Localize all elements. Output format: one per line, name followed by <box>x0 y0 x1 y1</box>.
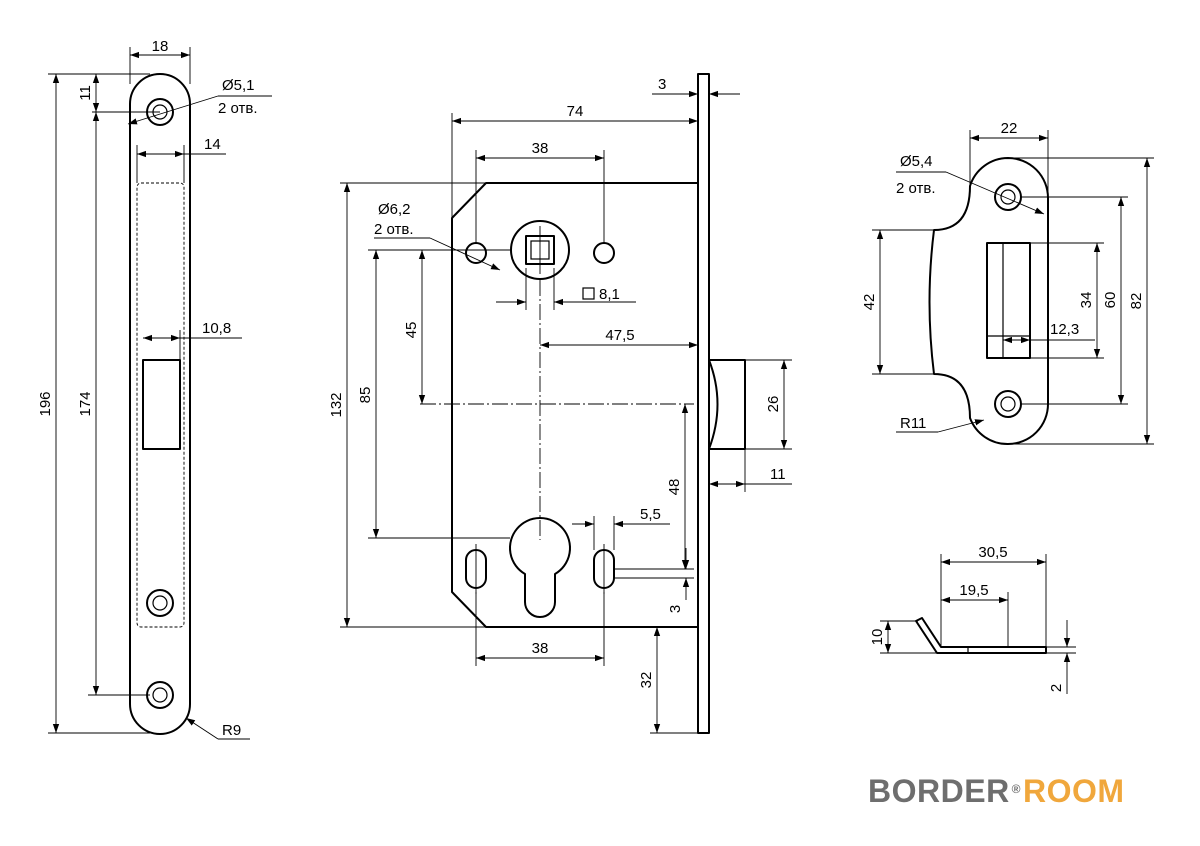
brand-logo: BORDER®ROOM <box>868 773 1125 809</box>
cylinder-offset-label: 48 <box>666 479 683 496</box>
bracket-flat-length-label: 19,5 <box>959 582 988 599</box>
bracket-height-label: 10 <box>869 629 886 646</box>
lock-body-view: 3 74 38 Ø6,2 2 отв. 8,1 47,5 45 85 <box>328 73 792 734</box>
spindle-square-label: 8,1 <box>599 286 620 303</box>
handle-to-cylinder-label: 85 <box>357 387 374 404</box>
spindle-hub <box>510 220 570 280</box>
bracket-view: 30,5 19,5 10 2 <box>869 544 1076 694</box>
strike-top-hole <box>994 183 1022 211</box>
bracket-thickness-label: 2 <box>1048 684 1065 692</box>
backset-label: 47,5 <box>605 327 634 344</box>
backset-total-label: 74 <box>567 103 584 120</box>
latch-bolt <box>708 359 746 450</box>
bracket-total-length-label: 30,5 <box>978 544 1007 561</box>
lock-left-hole <box>465 242 487 264</box>
slot-offset-label: 3 <box>667 605 684 613</box>
lock-left-slot <box>465 544 487 594</box>
bottom-offset-label: 32 <box>638 672 655 689</box>
plate-thickness-label: 3 <box>658 76 666 93</box>
faceplate-top-offset-label: 11 <box>77 85 94 101</box>
faceplate-outline <box>129 73 191 735</box>
faceplate-mid-hole <box>146 589 174 617</box>
faceplate-hidden-slot <box>136 182 185 628</box>
body-height-label: 132 <box>328 392 345 417</box>
faceplate-height-label: 196 <box>37 391 54 416</box>
faceplate-radius-label: R9 <box>222 722 241 739</box>
spindle-holes-spacing-label: 38 <box>532 140 549 157</box>
cylinder-keyhole <box>509 517 571 618</box>
faceplate-hole-spacing-label: 174 <box>77 391 94 416</box>
strike-hole-dia-label: Ø5,4 <box>900 153 933 170</box>
registered-mark: ® <box>1011 782 1022 796</box>
slot-width-label: 5,5 <box>640 506 661 523</box>
strike-height-label: 82 <box>1128 293 1145 310</box>
faceplate-latch-window <box>142 359 181 450</box>
strike-slot-width-label: 12,3 <box>1050 321 1079 338</box>
strike-bottom-hole <box>994 390 1022 418</box>
bracket-profile <box>915 617 1047 654</box>
lock-right-slot <box>593 544 615 594</box>
latch-height-label: 26 <box>765 396 782 413</box>
square-symbol-icon <box>582 287 595 300</box>
lock-faceplate-side <box>697 73 710 734</box>
faceplate-hole-count-label: 2 отв. <box>218 100 258 117</box>
strike-plate-slot <box>986 242 1031 359</box>
faceplate-view: 18 11 Ø5,1 2 отв. 14 10,8 196 174 <box>37 38 272 740</box>
faceplate-width-label: 18 <box>152 38 169 55</box>
lock-hole-dia-label: Ø6,2 <box>378 201 411 218</box>
strike-plate-view: 22 Ø5,4 2 отв. 42 34 60 82 12,3 R11 <box>861 120 1154 446</box>
latch-projection-label: 11 <box>770 466 786 483</box>
faceplate-slot-width-label: 14 <box>204 136 221 153</box>
strike-width-label: 22 <box>1001 120 1018 137</box>
bottom-holes-spacing-label: 38 <box>532 640 549 657</box>
handle-to-latch-label: 45 <box>403 322 420 339</box>
lock-hole-count-label: 2 отв. <box>374 221 414 238</box>
strike-hole-spacing-label: 60 <box>1102 292 1119 309</box>
strike-radius-label: R11 <box>900 415 926 432</box>
faceplate-hole-dia-label: Ø5,1 <box>222 77 255 94</box>
strike-hole-count-label: 2 отв. <box>896 180 936 197</box>
strike-lip-height-label: 42 <box>861 294 878 311</box>
brand-logo-er: ER <box>964 773 1010 809</box>
faceplate-latch-width-label: 10,8 <box>202 320 231 337</box>
faceplate-bottom-hole <box>146 681 174 709</box>
lock-right-hole <box>593 242 615 264</box>
strike-slot-height-label: 34 <box>1078 292 1095 309</box>
